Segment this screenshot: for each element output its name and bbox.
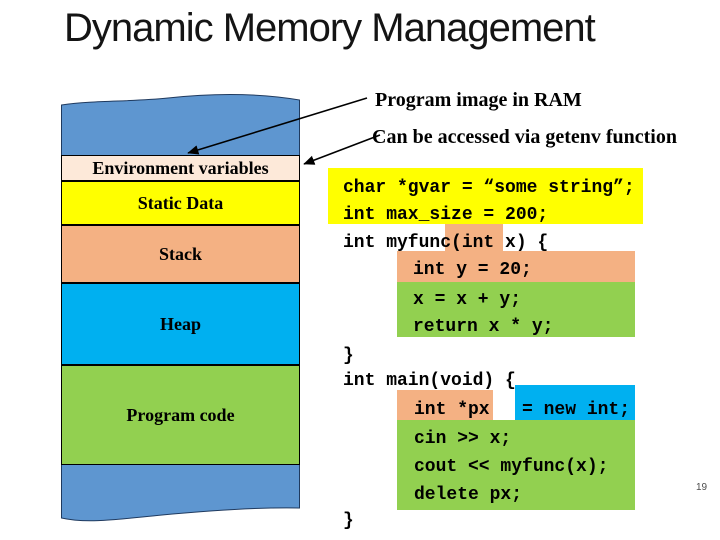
memory-row-label: Heap [159, 313, 201, 334]
memory-row-label: Program code [126, 404, 235, 425]
memory-row-program-code: Program code [61, 365, 300, 465]
code-line-max-size: int max_size = 200; [343, 205, 549, 225]
memory-row-label: Stack [158, 243, 202, 264]
ram-image-bottom-blob [61, 463, 300, 522]
callout-getenv-access: Can be accessed via getenv function [372, 126, 677, 148]
memory-row-static-data: Static Data [61, 181, 300, 225]
highlight-program-code-main-body [397, 420, 635, 510]
memory-row-environment-variables: Environment variables [61, 155, 300, 181]
code-line-px-new-int: int *px = new int; [414, 400, 631, 420]
code-line-local-y: int y = 20; [413, 260, 532, 280]
code-line-main-signature: int main(void) { [343, 371, 516, 391]
highlight-static-data-globals [328, 168, 643, 224]
memory-row-heap: Heap [61, 283, 300, 365]
memory-row-label: Static Data [137, 192, 224, 213]
highlight-stack-parameter [445, 224, 503, 251]
highlight-program-code-myfunc-body [397, 282, 635, 337]
callout-program-image-in-ram: Program image in RAM [375, 89, 582, 111]
code-line-delete-px: delete px; [414, 485, 523, 505]
code-line-x-assignment: x = x + y; [413, 290, 522, 310]
highlight-stack-local-variable [397, 251, 635, 282]
code-line-myfunc-close-brace: } [343, 346, 354, 366]
ram-image-top-blob [61, 94, 300, 157]
highlight-stack-pointer-px [397, 390, 493, 420]
memory-row-label: Environment variables [92, 157, 269, 178]
highlight-heap-new-int [515, 385, 635, 420]
page-number: 19 [696, 482, 708, 493]
code-line-cin: cin >> x; [414, 429, 512, 449]
code-line-gvar-declaration: char *gvar = “some string”; [343, 178, 635, 198]
code-line-myfunc-signature: int myfunc(int x) { [343, 233, 549, 253]
code-line-cout: cout << myfunc(x); [414, 457, 609, 477]
code-line-main-close-brace: } [343, 511, 354, 531]
code-line-return: return x * y; [413, 317, 554, 337]
callout-line-getenv [303, 134, 381, 165]
slide-title: Dynamic Memory Management [64, 6, 596, 50]
callout-line-ram [187, 97, 368, 155]
memory-row-stack: Stack [61, 225, 300, 283]
